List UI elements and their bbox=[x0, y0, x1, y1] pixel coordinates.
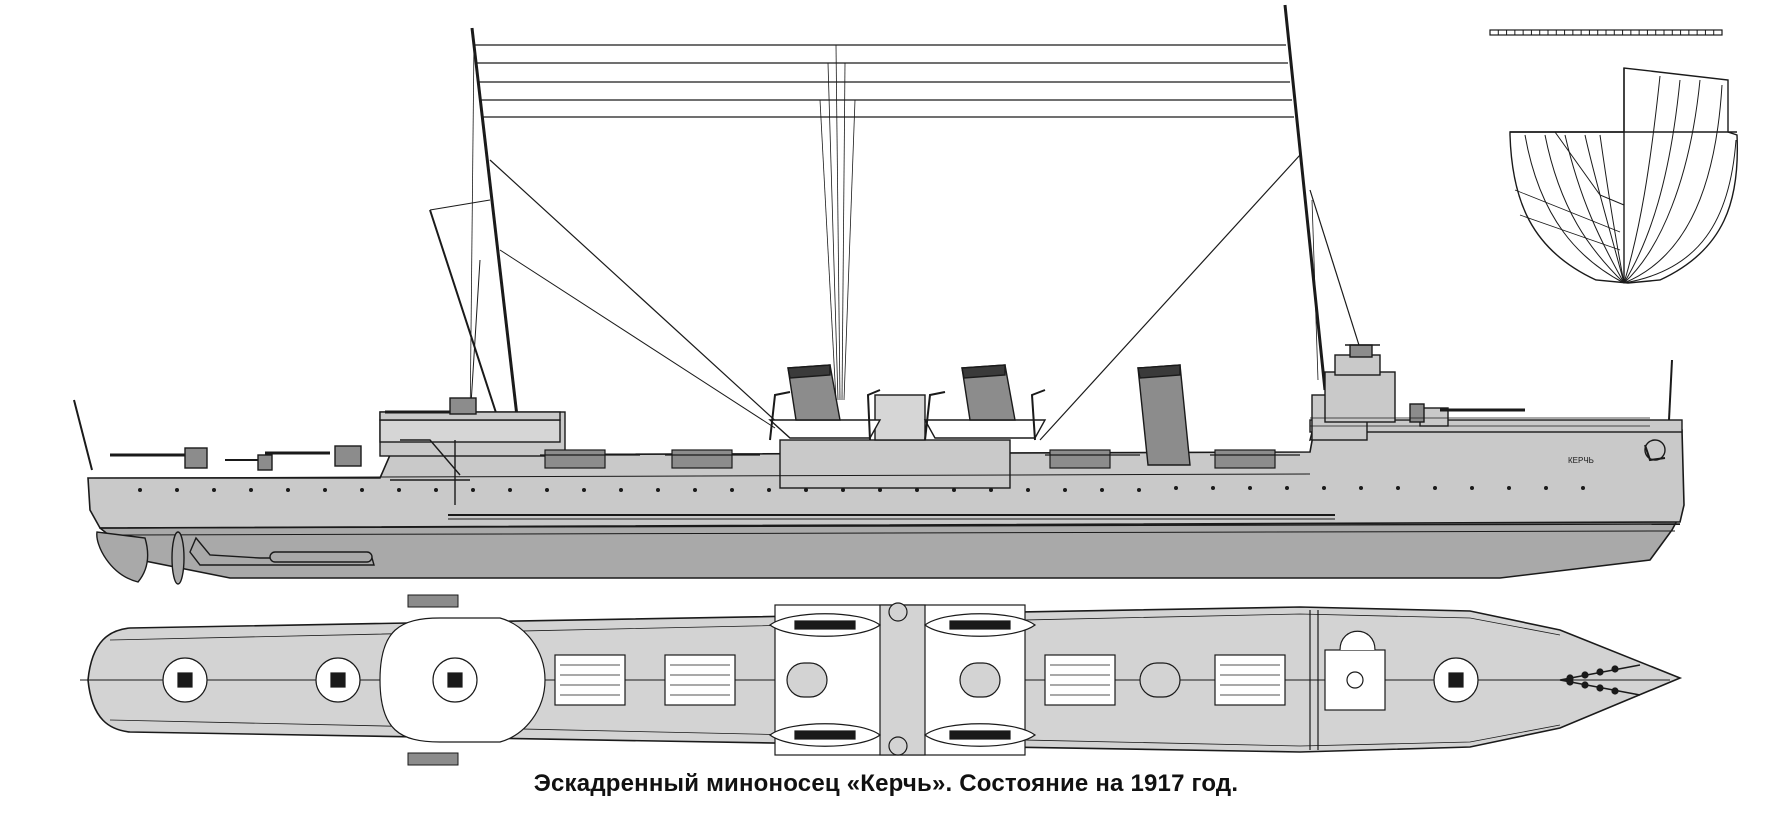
porthole bbox=[1100, 488, 1104, 492]
gangways bbox=[407, 594, 459, 766]
porthole bbox=[767, 488, 771, 492]
porthole bbox=[582, 488, 586, 492]
stern-gear bbox=[96, 531, 375, 585]
porthole bbox=[545, 488, 549, 492]
porthole bbox=[1322, 486, 1326, 490]
porthole bbox=[1544, 486, 1548, 490]
porthole bbox=[1433, 486, 1437, 490]
porthole bbox=[1063, 488, 1067, 492]
midship bbox=[768, 364, 1191, 489]
porthole bbox=[989, 488, 993, 492]
porthole bbox=[397, 488, 401, 492]
porthole bbox=[1396, 486, 1400, 490]
stern-guns bbox=[110, 445, 362, 471]
porthole bbox=[323, 488, 327, 492]
porthole bbox=[804, 488, 808, 492]
porthole bbox=[138, 488, 142, 492]
porthole bbox=[1174, 486, 1178, 490]
forecastle-plan bbox=[1309, 610, 1650, 750]
aft-superstructure bbox=[379, 397, 566, 505]
porthole bbox=[508, 488, 512, 492]
midship-deck bbox=[768, 602, 1181, 756]
porthole bbox=[1137, 488, 1141, 492]
forecastle bbox=[1309, 344, 1683, 462]
porthole bbox=[1285, 486, 1289, 490]
mainmast bbox=[1039, 4, 1371, 441]
porthole bbox=[360, 488, 364, 492]
porthole bbox=[656, 488, 660, 492]
porthole bbox=[175, 488, 179, 492]
porthole bbox=[1359, 486, 1363, 490]
body-plan bbox=[1509, 67, 1739, 284]
porthole bbox=[286, 488, 290, 492]
porthole bbox=[693, 488, 697, 492]
torpedo-tubes-deck bbox=[554, 654, 1286, 706]
hull-name: КЕРЧЬ bbox=[1568, 456, 1594, 465]
porthole bbox=[1026, 488, 1030, 492]
porthole bbox=[212, 488, 216, 492]
porthole bbox=[952, 488, 956, 492]
porthole bbox=[1211, 486, 1215, 490]
porthole bbox=[915, 488, 919, 492]
porthole bbox=[1507, 486, 1511, 490]
porthole bbox=[878, 488, 882, 492]
porthole bbox=[249, 488, 253, 492]
porthole bbox=[1248, 486, 1252, 490]
deck-guns bbox=[162, 657, 1479, 703]
porthole bbox=[1581, 486, 1585, 490]
side-profile: КЕРЧЬ bbox=[73, 4, 1685, 585]
torpedo-tubes-side bbox=[540, 449, 1300, 469]
porthole bbox=[1470, 486, 1474, 490]
foremast bbox=[429, 27, 781, 431]
scale-bar bbox=[1489, 29, 1723, 36]
porthole bbox=[471, 488, 475, 492]
porthole bbox=[619, 488, 623, 492]
drawing-caption: Эскадренный миноносец «Керчь». Состояние… bbox=[533, 770, 1239, 797]
antenna-wires bbox=[474, 44, 1294, 401]
porthole bbox=[434, 488, 438, 492]
deck-plan bbox=[80, 594, 1683, 766]
porthole bbox=[730, 488, 734, 492]
porthole bbox=[841, 488, 845, 492]
